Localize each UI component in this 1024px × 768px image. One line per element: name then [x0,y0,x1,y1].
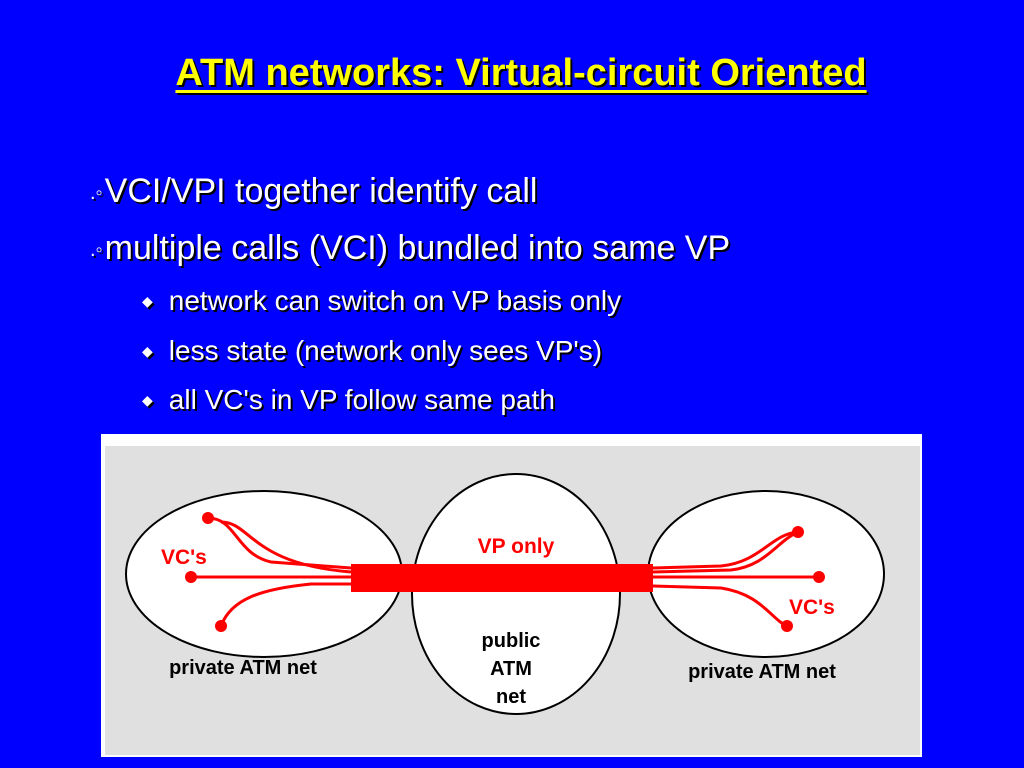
diamond-bullet-icon: ◆ [142,343,153,359]
bullet-marker-icon: .◦ [90,182,103,204]
sub-bullet-item: ◆ all VC's in VP follow same path [142,384,555,416]
right-vc-endpoint [781,620,793,632]
public-net-label-line: ATM [490,658,532,680]
right-vc-lines [652,530,819,628]
public-net-label-line: public [482,630,541,652]
right-vc-label: VC's [789,596,835,619]
vp-only-label: VP only [478,535,555,558]
sub-bullet-text: less state (network only sees VP's) [168,335,603,366]
public-net-ellipse [411,473,621,715]
bullet-item: .◦multiple calls (VCI) bundled into same… [90,229,730,268]
slide-title: ATM networks: Virtual-circuit Oriented [175,52,867,94]
vp-pipe [351,564,653,592]
right-vc-endpoint [792,526,804,538]
left-private-net-label: private ATM net [169,657,317,679]
left-vc-endpoint [215,620,227,632]
atm-network-diagram: VC's VC's VP only private ATM net privat… [101,434,922,757]
sub-bullet-text: all VC's in VP follow same path [168,384,555,415]
public-net-label-line: net [496,686,526,708]
bullet-item: .◦VCI/VPI together identify call [90,172,537,211]
right-private-net-label: private ATM net [688,661,836,683]
right-vc-endpoint [813,571,825,583]
bullet-text: multiple calls (VCI) bundled into same V… [104,229,731,267]
left-vc-endpoint [185,571,197,583]
left-vc-lines [191,516,352,627]
bullet-marker-icon: .◦ [90,239,103,261]
diamond-bullet-icon: ◆ [142,293,153,309]
diamond-bullet-icon: ◆ [142,392,153,408]
sub-bullet-text: network can switch on VP basis only [168,285,622,316]
left-vc-endpoint [202,512,214,524]
sub-bullet-item: ◆ network can switch on VP basis only [142,285,621,317]
left-vc-label: VC's [161,546,207,569]
bullet-text: VCI/VPI together identify call [104,172,538,210]
sub-bullet-item: ◆ less state (network only sees VP's) [142,335,602,367]
right-private-net-ellipse [647,490,885,658]
